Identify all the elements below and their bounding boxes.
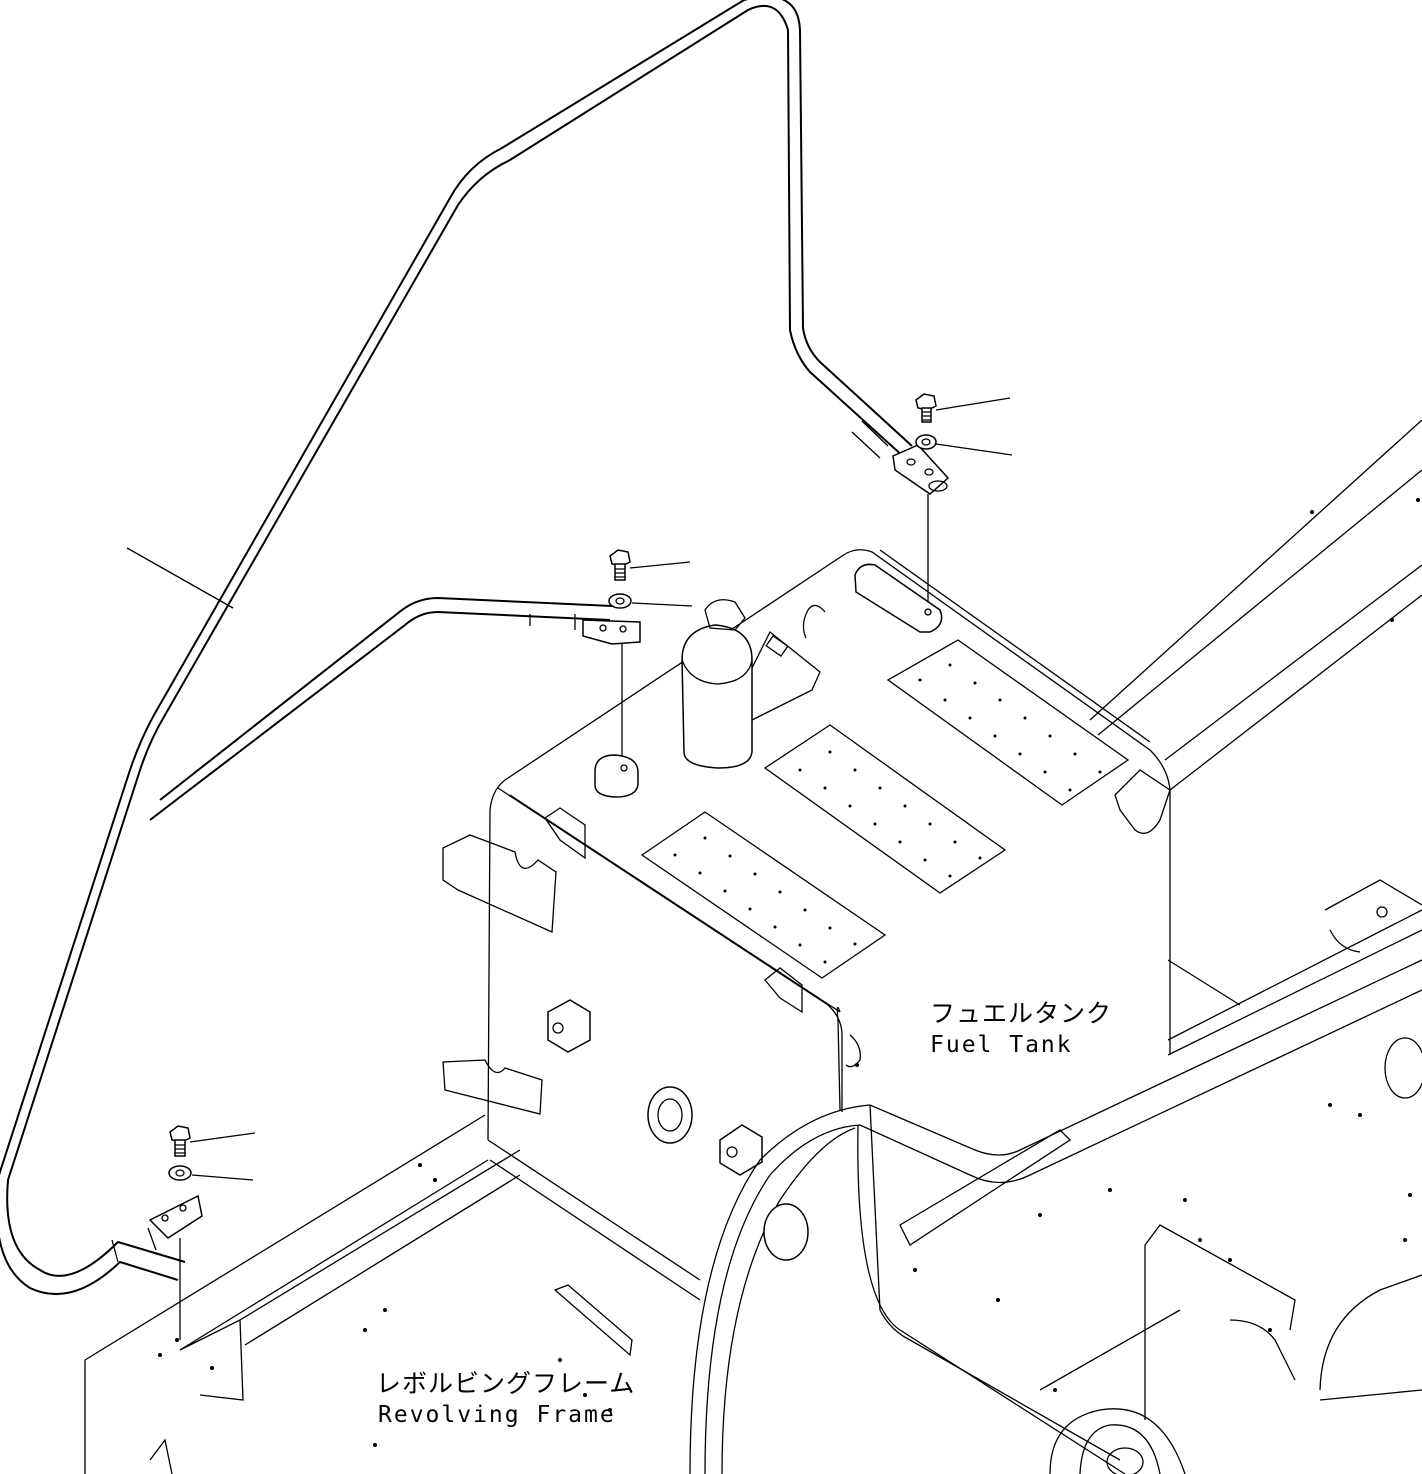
- bolt-lower-left: [168, 1125, 256, 1340]
- bolt-middle: [608, 549, 693, 765]
- revolving-frame-label-en: Revolving Frame: [378, 1402, 616, 1428]
- fuel-tank: [442, 549, 1171, 1176]
- bracket-middle: [582, 619, 641, 645]
- bolt-upper-right: [915, 393, 1013, 605]
- fuel-tank-label-en: Fuel Tank: [930, 1032, 1073, 1058]
- bracket-upper-right: [892, 444, 950, 495]
- fuel-tank-label-jp: フュエルタンク: [930, 999, 1113, 1028]
- handrail: [0, 0, 913, 1295]
- bracket-lower-left: [148, 1194, 203, 1239]
- revolving-frame-label-jp: レボルビングフレーム: [376, 1369, 636, 1398]
- revolving-frame: [84, 419, 1422, 1474]
